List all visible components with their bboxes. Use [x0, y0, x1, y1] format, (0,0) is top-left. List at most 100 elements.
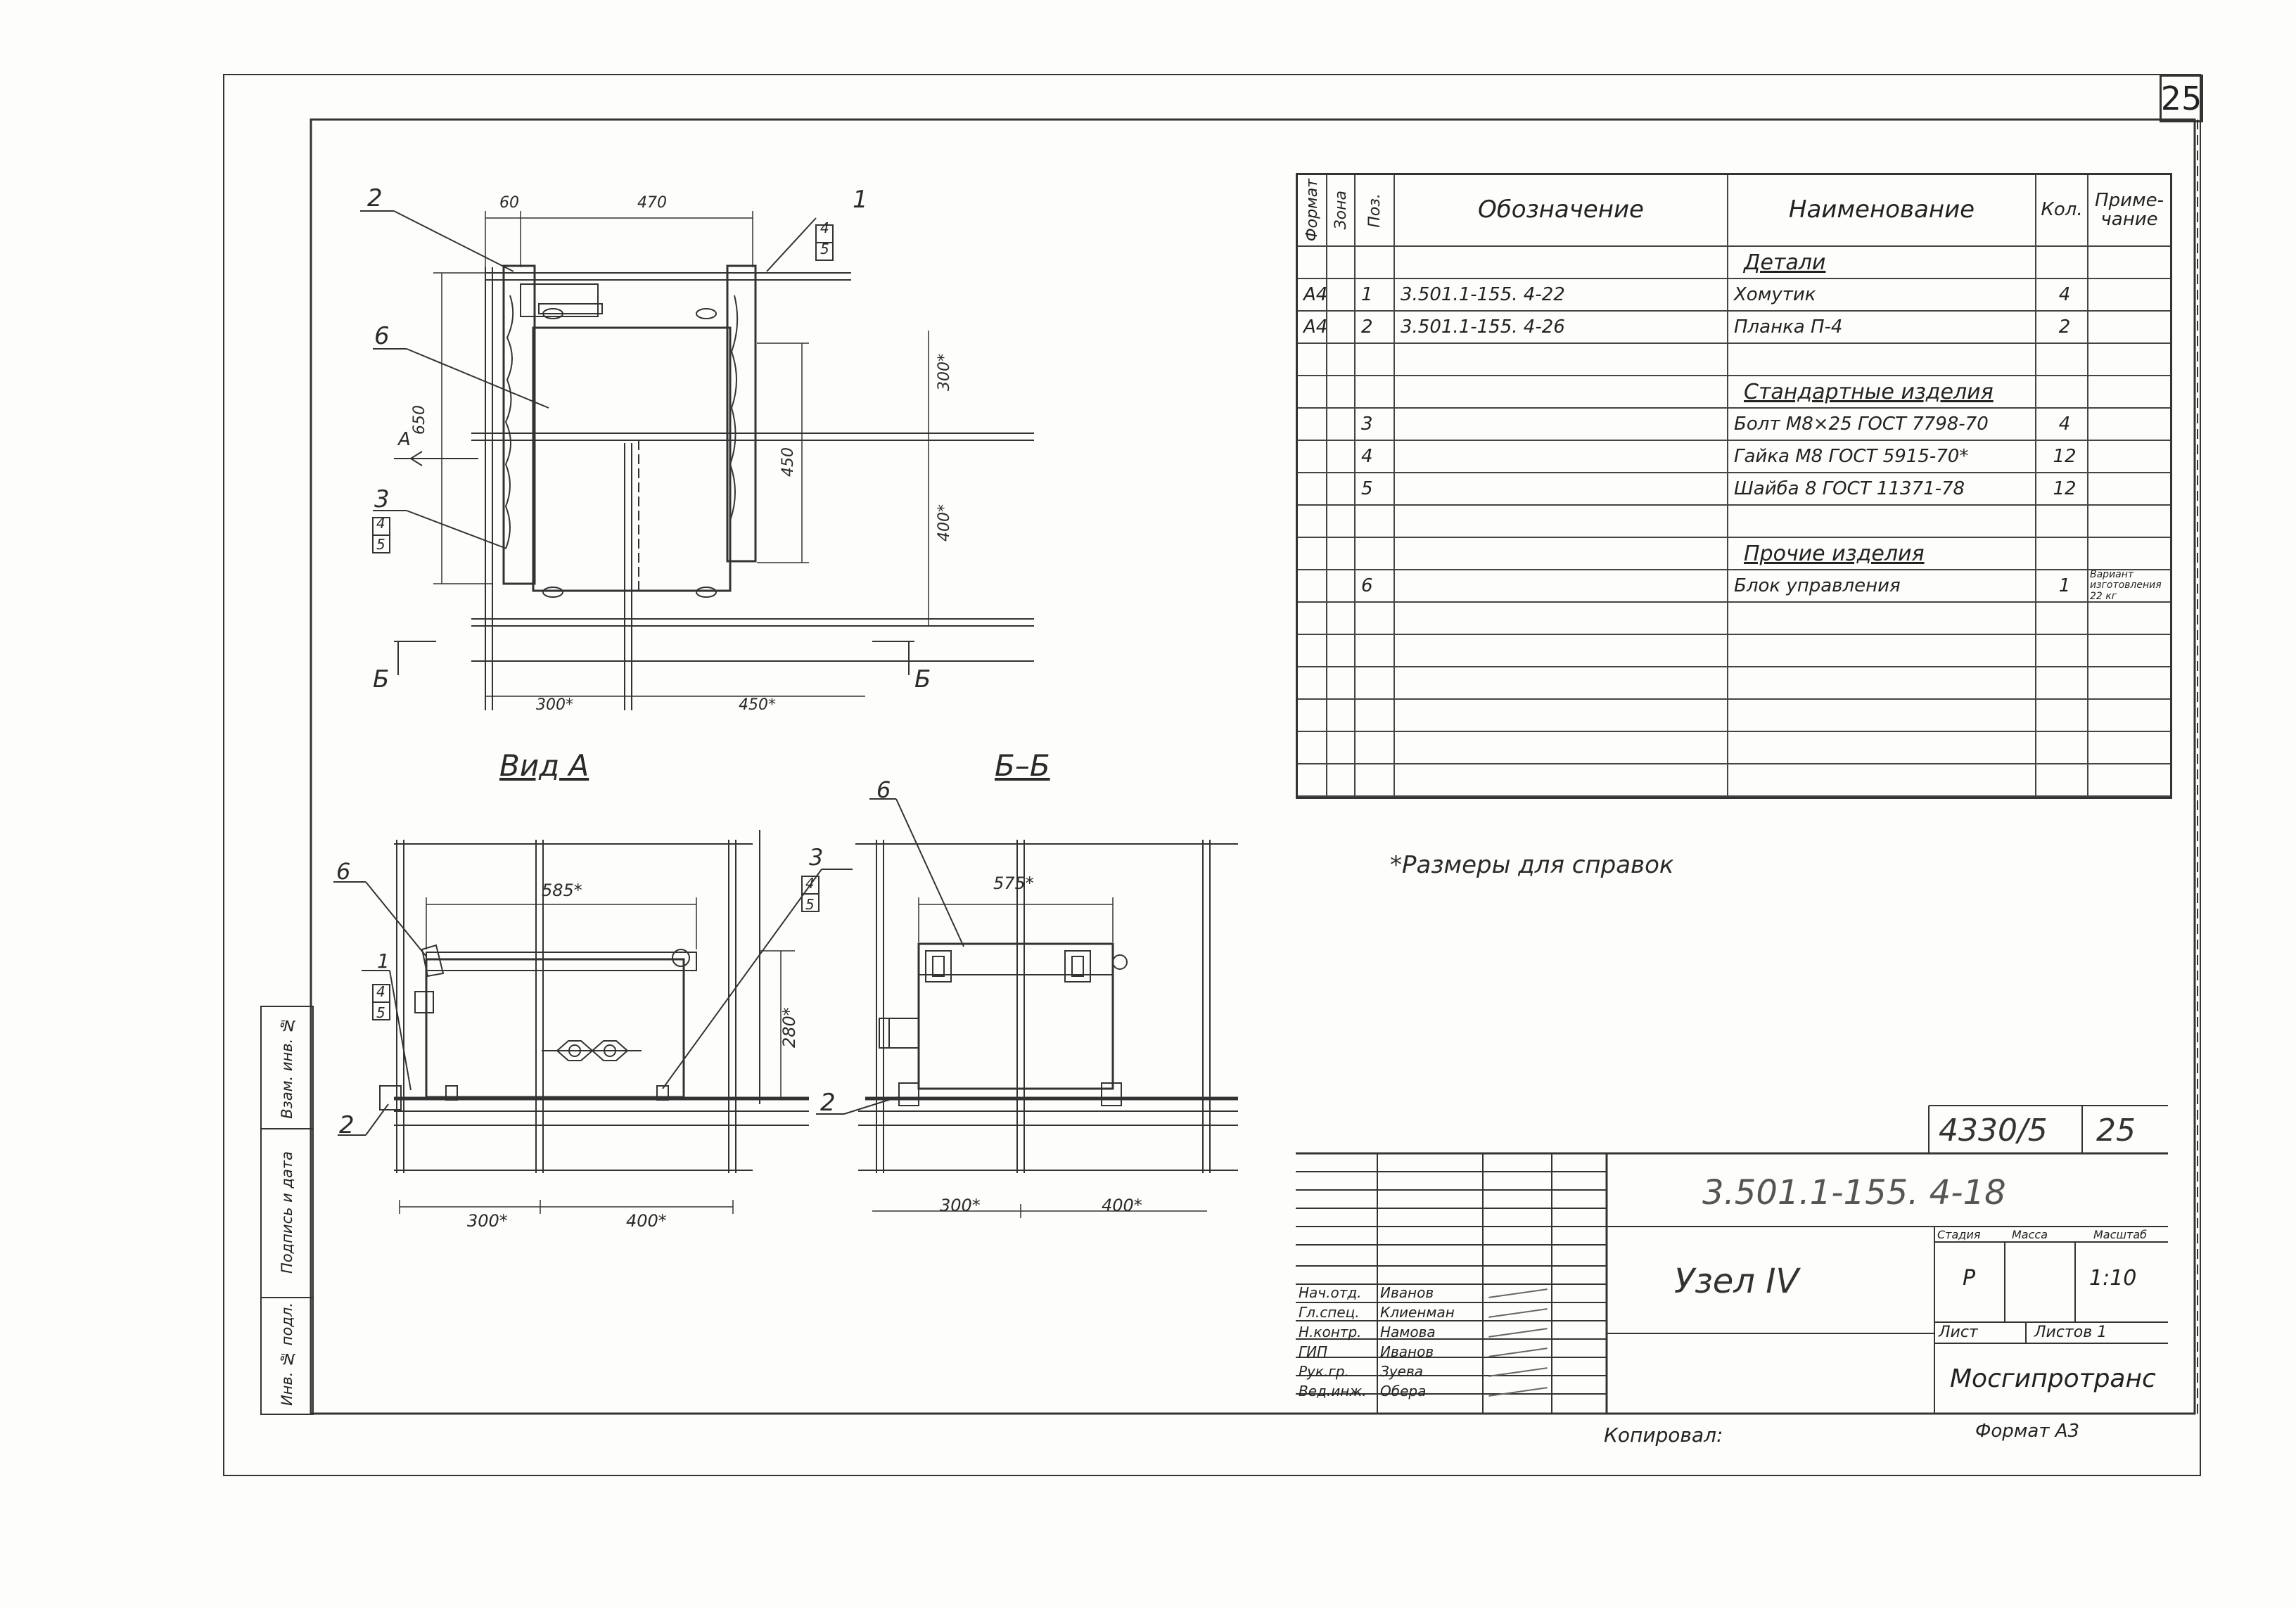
spec-cell-pos: [1356, 344, 1395, 376]
spec-cell-qty: 2: [2036, 312, 2088, 344]
spec-cell-qty: [2036, 506, 2088, 538]
left-binding-strip: Взам. инв. № Подпись и дата Инв. № подл.: [260, 1006, 314, 1415]
dim-300-horizontal: 300*: [536, 696, 573, 714]
sheet-format: Формат А3: [1975, 1421, 2080, 1442]
signature-name: Обера: [1380, 1383, 1427, 1400]
spec-cell-format: [1298, 538, 1327, 570]
specification-table: Формат Зона Поз. Обозначение Наименовани…: [1296, 173, 2172, 799]
header-pos: Поз.: [1356, 175, 1395, 247]
spec-cell-qty: [2036, 732, 2088, 764]
view-a: [333, 830, 853, 1214]
strip-inv-podl: Инв. № подл.: [279, 1302, 295, 1407]
signature-name: Иванов: [1380, 1343, 1434, 1360]
spec-cell-format: [1298, 473, 1327, 506]
spec-cell-qty: 4: [2036, 409, 2088, 441]
spec-cell-note: [2088, 635, 2170, 667]
spec-cell-format: [1298, 667, 1327, 700]
spec-cell-name: [1728, 732, 2036, 764]
spec-cell-pos: 6: [1356, 570, 1395, 603]
spec-cell-note: [2088, 376, 2170, 409]
spec-cell-designation: [1395, 570, 1728, 603]
spec-cell-zone: [1327, 667, 1356, 700]
spec-cell-pos: [1356, 667, 1395, 700]
plan-frac1-top: 4: [820, 219, 829, 236]
drawing-designation: 3.501.1-155. 4-18: [1702, 1173, 2006, 1212]
spec-cell-zone: [1327, 473, 1356, 506]
spec-cell-zone: [1327, 635, 1356, 667]
label-sheet: Лист: [1939, 1324, 1978, 1341]
spec-cell-pos: [1356, 700, 1395, 732]
spec-cell-pos: [1356, 506, 1395, 538]
spec-cell-pos: 1: [1356, 279, 1395, 312]
spec-cell-qty: [2036, 538, 2088, 570]
spec-cell-designation: [1395, 409, 1728, 441]
spec-cell-note: [2088, 667, 2170, 700]
spec-cell-format: [1298, 603, 1327, 635]
spec-cell-zone: [1327, 376, 1356, 409]
spec-cell-pos: [1356, 732, 1395, 764]
spec-cell-zone: [1327, 764, 1356, 797]
spec-cell-format: [1298, 635, 1327, 667]
spec-cell-pos: [1356, 603, 1395, 635]
spec-cell-pos: 4: [1356, 441, 1395, 473]
view-a-dim-400: 400*: [626, 1211, 667, 1231]
spec-cell-name: Болт М8×25 ГОСТ 7798-70: [1728, 409, 2036, 441]
spec-cell-pos: [1356, 764, 1395, 797]
archive-sheet: 25: [2096, 1113, 2136, 1148]
spec-cell-qty: 12: [2036, 473, 2088, 506]
header-zone: Зона: [1327, 175, 1356, 247]
drawing-title: Узел IV: [1674, 1262, 1799, 1301]
spec-cell-name: Гайка М8 ГОСТ 5915-70*: [1728, 441, 2036, 473]
spec-cell-zone: [1327, 506, 1356, 538]
spec-cell-note: [2088, 247, 2170, 279]
copied-by: Копировал:: [1604, 1423, 1723, 1447]
spec-cell-format: [1298, 570, 1327, 603]
spec-cell-designation: [1395, 635, 1728, 667]
spec-cell-format: [1298, 732, 1327, 764]
signature-role: Гл.спец.: [1299, 1304, 1360, 1321]
spec-cell-note: [2088, 538, 2170, 570]
strip-vzam-inv: Взам. инв. №: [262, 1007, 312, 1129]
signature-role: ГИП: [1299, 1343, 1328, 1360]
spec-cell-format: А4: [1298, 312, 1327, 344]
spec-cell-qty: 12: [2036, 441, 2088, 473]
view-a-leader-1: 1: [377, 949, 390, 973]
spec-section-title: Прочие изделия: [1728, 538, 2036, 570]
spec-cell-qty: 4: [2036, 279, 2088, 312]
spec-cell-pos: 3: [1356, 409, 1395, 441]
spec-cell-designation: [1395, 732, 1728, 764]
spec-cell-name: [1728, 667, 2036, 700]
plan-section-mark-left: Б: [373, 665, 390, 693]
spec-cell-qty: [2036, 667, 2088, 700]
spec-cell-name: Хомутик: [1728, 279, 2036, 312]
spec-cell-note: [2088, 732, 2170, 764]
spec-cell-name: [1728, 635, 2036, 667]
signature-name: Намова: [1380, 1324, 1436, 1340]
stage-value: Р: [1963, 1266, 1976, 1291]
signature-name: Иванов: [1380, 1284, 1434, 1301]
spec-cell-note: [2088, 700, 2170, 732]
plan-view-arrow: А: [398, 429, 411, 450]
view-a-frac1-bottom: 5: [376, 1004, 385, 1021]
spec-cell-designation: [1395, 764, 1728, 797]
spec-cell-qty: 1: [2036, 570, 2088, 603]
view-a-frac3-bottom: 5: [805, 896, 815, 913]
dim-60: 60: [499, 194, 519, 212]
spec-cell-pos: [1356, 376, 1395, 409]
spec-cell-designation: [1395, 603, 1728, 635]
spec-cell-zone: [1327, 538, 1356, 570]
spec-cell-zone: [1327, 603, 1356, 635]
view-a-frac1-top: 4: [376, 983, 385, 1000]
spec-cell-format: [1298, 700, 1327, 732]
spec-cell-format: [1298, 441, 1327, 473]
sheet-trim: [223, 74, 2201, 1476]
plan-frac3-bottom: 5: [376, 536, 385, 553]
spec-cell-qty: [2036, 344, 2088, 376]
header-qty: Кол.: [2036, 175, 2088, 247]
spec-cell-name: [1728, 700, 2036, 732]
spec-cell-note: [2088, 764, 2170, 797]
spec-cell-zone: [1327, 312, 1356, 344]
label-scale: Масштаб: [2093, 1228, 2148, 1241]
spec-cell-name: Шайба 8 ГОСТ 11371-78: [1728, 473, 2036, 506]
